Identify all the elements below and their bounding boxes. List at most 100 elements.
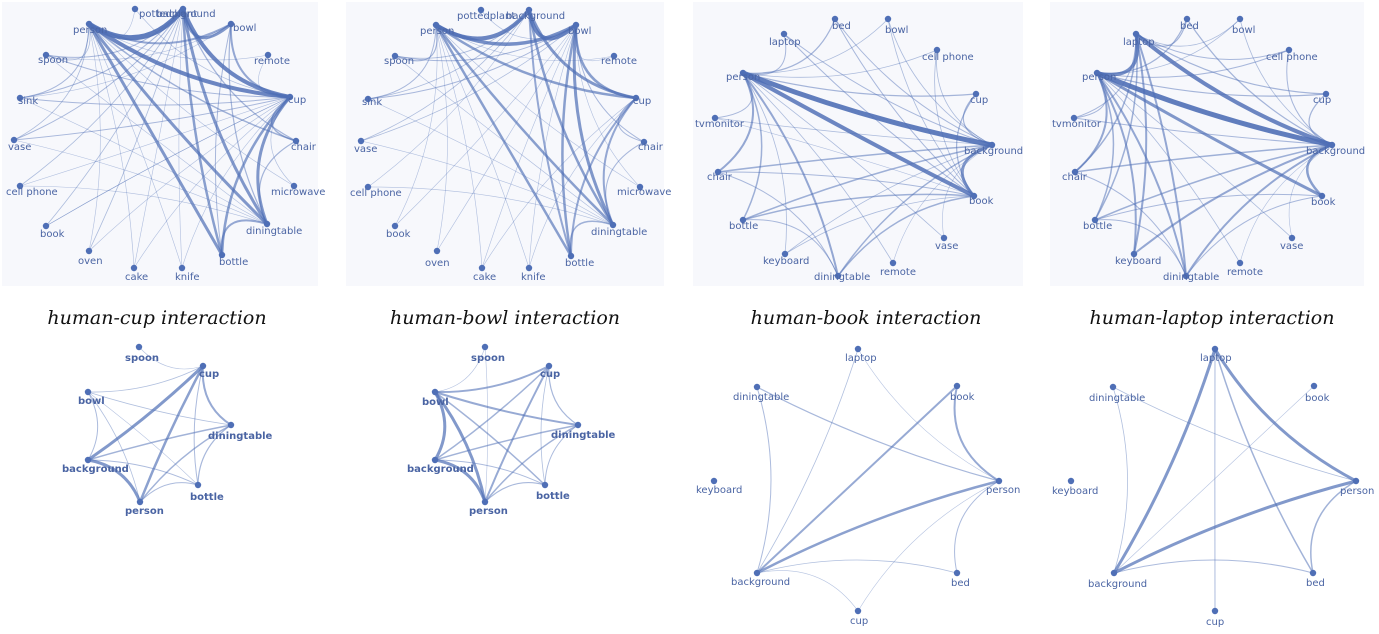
edge-pottedplant-cup [134, 8, 291, 98]
edge-bowl-background [87, 391, 99, 461]
edge-knife-background [178, 8, 184, 269]
edge-laptop-background [1112, 348, 1217, 574]
node-bowl [884, 15, 892, 23]
caption-cup: human-cup interaction [47, 307, 266, 329]
node-label-cup: cup [288, 95, 306, 106]
edge-keyboard-background [784, 144, 993, 255]
node-cell-phone [933, 46, 941, 54]
node-person [1352, 477, 1360, 485]
node-spoon [42, 51, 50, 59]
node-person [136, 498, 144, 506]
panel-background-book-full [693, 2, 1023, 286]
edge-laptop-bottle [1094, 33, 1138, 221]
node-bowl [572, 21, 580, 29]
edge-diningtable-person [756, 386, 1000, 482]
graph-book-small: laptopbookpersonbedcupbackgroundkeyboard… [696, 345, 1020, 627]
node-label-book: book [950, 392, 975, 403]
node-label-spoon: spoon [125, 353, 159, 364]
node-label-bed: bed [832, 21, 851, 32]
edge-diningtable-chair [717, 171, 839, 277]
edge-cup-background [962, 93, 993, 146]
edge-person-remote [435, 24, 615, 62]
graph-cup-full: pottedplantbackgroundbowlremotecupchairm… [6, 5, 325, 283]
edge-book-diningtable [837, 195, 975, 277]
edge-laptop-bed [1135, 18, 1188, 47]
node-remote [264, 51, 272, 59]
node-label-bowl: bowl [885, 25, 908, 36]
node-diningtable [834, 272, 842, 280]
edge-vase-background [13, 8, 184, 141]
node-cup [632, 94, 640, 102]
node-label-microwave: microwave [271, 187, 325, 198]
edge-bowl-diningtable [434, 391, 579, 426]
node-bowl [84, 388, 92, 396]
node-laptop [780, 30, 788, 38]
edge-person-bowl [1096, 18, 1241, 74]
edge-person-bottle [139, 482, 199, 503]
edge-laptop-chair [1074, 33, 1137, 173]
node-label-microwave: microwave [617, 187, 671, 198]
edge-bed-book [834, 18, 975, 197]
node-laptop [1132, 30, 1140, 38]
edge-bowl-chair [575, 24, 645, 143]
edge-book-diningtable [1185, 195, 1323, 277]
node-label-cup: cup [633, 96, 651, 107]
node-label-cup: cup [1313, 95, 1331, 106]
node-person [1093, 69, 1101, 77]
node-bed [1309, 569, 1317, 577]
edge-cup-diningtable [256, 96, 292, 225]
node-cup [199, 362, 207, 370]
node-label-bed: bed [951, 578, 970, 589]
edge-oven-background [88, 8, 184, 252]
edge-spoon-diningtable [45, 54, 268, 225]
edge-cup-cake [481, 97, 637, 269]
node-label-sink: sink [18, 96, 38, 107]
node-remote [610, 52, 618, 60]
edge-vase-diningtable [13, 139, 268, 225]
node-cake [130, 264, 138, 272]
node-background [179, 5, 187, 13]
node-label-background: background [506, 11, 565, 22]
edge-cup-person [857, 480, 1000, 612]
edge-person-book [1096, 71, 1323, 198]
edge-person-microwave [435, 24, 641, 188]
node-background [753, 569, 761, 577]
node-label-book: book [969, 196, 994, 207]
edge-cup-background [756, 570, 859, 612]
edge-background-cup [87, 364, 205, 462]
edge-person-diningtable [87, 23, 269, 226]
node-label-cell-phone: cell phone [6, 187, 58, 198]
edge-spoon-person [484, 346, 489, 503]
edge-bowl-sink [19, 23, 232, 99]
edge-background-chair [1074, 144, 1333, 173]
node-background [84, 456, 92, 464]
node-vase [1288, 234, 1296, 242]
node-keyboard [1130, 250, 1138, 258]
edge-person-bottle [434, 24, 573, 257]
edge-background-diningtable [434, 424, 579, 461]
edge-cake-background [133, 8, 184, 269]
node-label-bowl: bowl [1232, 25, 1255, 36]
edge-background-cup [434, 365, 550, 461]
node-vase [357, 137, 365, 145]
edge-bed-background [1186, 18, 1333, 146]
edge-cup-diningtable [201, 365, 232, 426]
edge-bed-background [756, 559, 958, 574]
node-label-diningtable: diningtable [733, 392, 789, 403]
edge-bowl-background [1239, 18, 1333, 146]
node-cell-phone [1285, 46, 1293, 54]
node-label-diningtable: diningtable [246, 226, 302, 237]
node-label-diningtable: diningtable [814, 272, 870, 283]
node-label-person: person [1340, 486, 1374, 497]
edge-book-bottle [1094, 193, 1323, 221]
edge-bowl-background [887, 18, 993, 146]
node-background [431, 456, 439, 464]
edge-bowl-cup [87, 365, 204, 393]
edge-diningtable-chair [1074, 171, 1187, 277]
node-label-keyboard: keyboard [1115, 256, 1161, 267]
node-label-keyboard: keyboard [696, 485, 742, 496]
node-label-oven: oven [78, 256, 103, 267]
edge-person-background [1096, 70, 1333, 148]
node-bottle [739, 216, 747, 224]
